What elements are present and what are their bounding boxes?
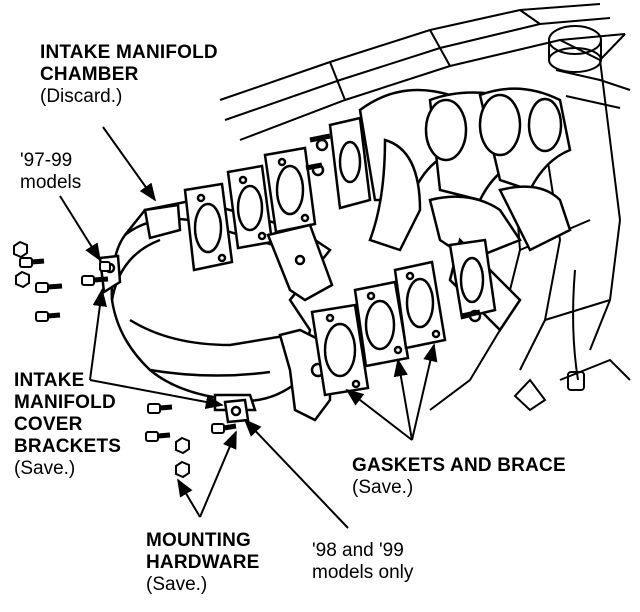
brackets-line3: COVER [14,414,83,435]
brace [266,223,334,302]
port-flanges [311,116,497,323]
hardware-line1: MOUNTING [146,530,252,551]
models-97-line2: models [20,172,82,193]
label-97-99-models: '97-99 models [20,150,81,194]
chamber-note: (Discard.) [40,86,123,107]
brackets-line2: MANIFOLD [14,392,116,413]
models-98-line2: models only [312,562,414,583]
hardware-line2: HARDWARE [146,552,260,573]
models-97-line1: '97-99 [20,150,73,171]
gaskets-line1: GASKETS AND BRACE [352,455,566,476]
brackets-note: (Save.) [14,458,76,479]
leader-lines [59,126,438,529]
brackets-line4: BRACKETS [14,436,122,457]
chamber-line1: INTAKE MANIFOLD [40,42,218,63]
hardware-note: (Save.) [146,574,208,595]
label-cover-brackets: INTAKE MANIFOLD COVER BRACKETS (Save.) [14,370,121,480]
label-intake-manifold-chamber: INTAKE MANIFOLD CHAMBER (Discard.) [40,42,218,108]
mounting-hardware [13,133,481,479]
models-98-line1: '98 and '99 [312,540,404,561]
label-98-99-models: '98 and '99 models only [312,540,413,584]
label-gaskets-and-brace: GASKETS AND BRACE (Save.) [352,455,566,499]
gaskets-note: (Save.) [352,477,414,498]
brackets-line1: INTAKE [14,370,85,391]
gaskets [183,146,447,397]
label-mounting-hardware: MOUNTING HARDWARE (Save.) [146,530,260,596]
chamber-line2: CHAMBER [40,64,139,85]
